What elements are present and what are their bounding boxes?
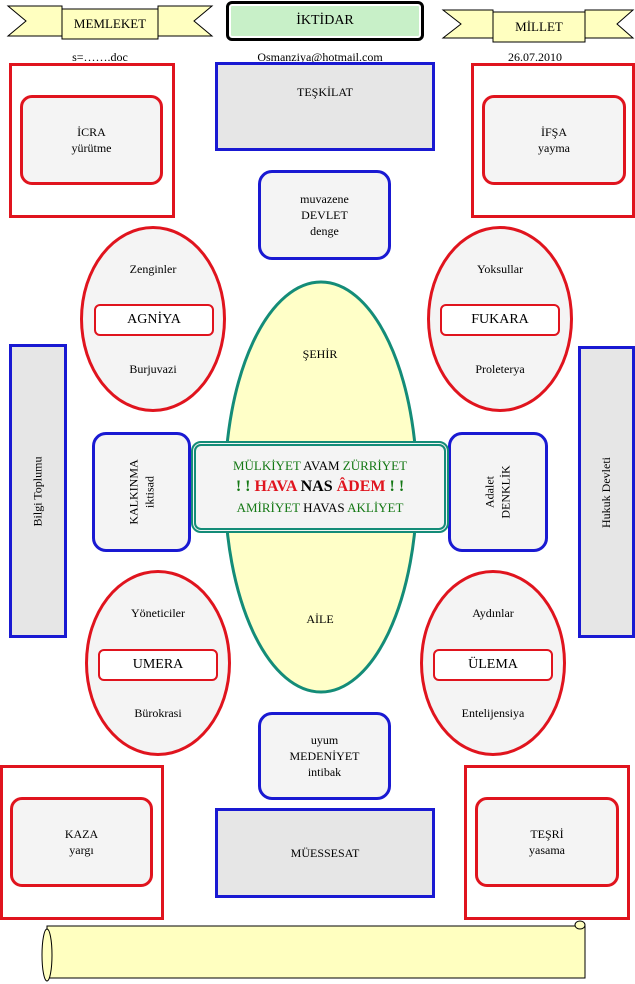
oval-tr-bottom: Proleterya xyxy=(475,362,525,376)
oval-br-pill: ÜLEMA xyxy=(433,649,553,681)
core-nas: NAS xyxy=(300,478,333,495)
core-zurriyet: ZÜRRİYET xyxy=(342,458,408,473)
bottom-balance-line1: uyum xyxy=(310,733,339,747)
icra-title: İCRA xyxy=(77,125,106,139)
ifsa-title: İFŞA xyxy=(540,125,567,139)
side-bar-left: Bilgi Toplumu xyxy=(9,344,67,638)
oval-tl-bottom: Burjuvazi xyxy=(129,362,177,376)
ifsa-sub: yayma xyxy=(538,141,570,155)
tesri-title: TEŞRİ xyxy=(530,827,564,841)
corner-box-ifsa: İFŞA yayma xyxy=(482,95,626,185)
mid-left-box: KALKINMA iktisad xyxy=(92,432,191,552)
oval-top-left: Zenginler AGNİYA Burjuvazi xyxy=(80,226,226,412)
icra-sub: yürütme xyxy=(71,141,112,155)
core-hava: HAVA xyxy=(254,478,297,495)
oval-top-right: Yoksullar FUKARA Proleterya xyxy=(427,226,573,412)
corner-box-kaza: KAZA yargı xyxy=(10,797,153,887)
date: 26.07.2010 xyxy=(508,50,562,64)
right-banner-ribbon-right xyxy=(584,9,635,39)
oval-tl-top: Zenginler xyxy=(129,262,177,276)
core-akliyet: AKLİYET xyxy=(347,500,404,515)
mid-right-line1: Adalet xyxy=(482,476,497,509)
core-bang-right: ! ! xyxy=(389,478,405,495)
side-bar-right: Hukuk Devleti xyxy=(578,346,635,638)
mid-right-box: Adalet DENKLİK xyxy=(448,432,548,552)
center-oval-bottom: AİLE xyxy=(306,612,334,626)
top-balance-line3: denge xyxy=(310,224,339,238)
mid-right-line2: DENKLİK xyxy=(498,465,513,519)
side-right-label: Hukuk Devleti xyxy=(599,456,613,528)
core-row3: AMİRİYET HAVAS AKLİYET xyxy=(237,498,404,518)
bottom-box-muessesat: MÜESSESAT xyxy=(215,808,435,898)
oval-br-bottom: Entelijensiya xyxy=(461,706,525,720)
oval-bl-pill: UMERA xyxy=(98,649,218,681)
oval-bl-top: Yöneticiler xyxy=(131,606,185,620)
oval-bl-bottom: Bürokrasi xyxy=(134,706,182,720)
bottom-balance-line3: intibak xyxy=(307,765,342,779)
oval-tr-top: Yoksullar xyxy=(476,262,524,276)
right-banner-ribbon xyxy=(441,9,494,39)
kaza-title: KAZA xyxy=(64,827,99,841)
left-banner-ribbon xyxy=(6,5,63,37)
oval-br-top: Aydınlar xyxy=(472,606,514,620)
kaza-sub: yargı xyxy=(69,843,94,857)
corner-box-icra: İCRA yürütme xyxy=(20,95,163,185)
mid-left-line2: iktisad xyxy=(142,476,157,509)
oval-bottom-left: Yöneticiler UMERA Bürokrasi xyxy=(85,570,231,756)
core-row1: MÜLKİYET AVAM ZÜRRİYET xyxy=(233,456,407,476)
side-left-label: Bilgi Toplumu xyxy=(30,456,45,526)
center-banner: İKTİDAR xyxy=(226,1,424,41)
core-row2: ! ! HAVA NAS ÂDEM ! ! xyxy=(236,476,404,498)
teskilat-label: TEŞKİLAT xyxy=(297,84,353,99)
left-banner: MEMLEKET xyxy=(73,16,147,31)
mid-right-text: Adalet DENKLİK xyxy=(482,465,514,518)
oval-tr-pill: FUKARA xyxy=(440,304,560,336)
right-banner-body xyxy=(492,11,586,43)
core-adem: ÂDEM xyxy=(336,478,386,495)
top-balance-line1: muvazene xyxy=(300,192,349,206)
muessesat-label: MÜESSESAT xyxy=(290,846,360,860)
bottom-balance-line2: MEDENİYET xyxy=(289,749,360,763)
core-amiriyet: AMİRİYET xyxy=(236,500,300,515)
core-bang-left: ! ! xyxy=(235,478,251,495)
left-banner-ribbon-right xyxy=(157,5,214,37)
email: Osmanziya@hotmail.com xyxy=(257,50,383,64)
bottom-scroll-body xyxy=(46,925,586,979)
core-avam: AVAM xyxy=(303,458,340,473)
core-box: MÜLKİYET AVAM ZÜRRİYET ! ! HAVA NAS ÂDEM… xyxy=(191,441,449,533)
center-oval-top: ŞEHİR xyxy=(302,347,338,361)
top-box-teskilat: TEŞKİLAT xyxy=(215,62,435,151)
top-balance-line2: DEVLET xyxy=(301,208,348,222)
mid-left-line1: KALKINMA xyxy=(126,459,141,525)
tesri-sub: yasama xyxy=(529,843,565,857)
core-mulkiyet: MÜLKİYET xyxy=(232,458,301,473)
bottom-scroll-curl-right xyxy=(574,920,586,930)
right-banner: MİLLET xyxy=(515,19,563,34)
core-havas: HAVAS xyxy=(303,500,345,515)
bottom-scroll-curl-left xyxy=(41,928,53,982)
corner-box-tesri: TEŞRİ yasama xyxy=(475,797,619,887)
file-note: s=…….doc xyxy=(72,50,128,64)
left-banner-body xyxy=(61,8,159,40)
mid-left-text: KALKINMA iktisad xyxy=(125,459,157,524)
oval-tl-pill: AGNİYA xyxy=(94,304,214,336)
bottom-balance-box: uyum MEDENİYET intibak xyxy=(258,712,391,800)
oval-bottom-right: Aydınlar ÜLEMA Entelijensiya xyxy=(420,570,566,756)
top-balance-box: muvazene DEVLET denge xyxy=(258,170,391,260)
